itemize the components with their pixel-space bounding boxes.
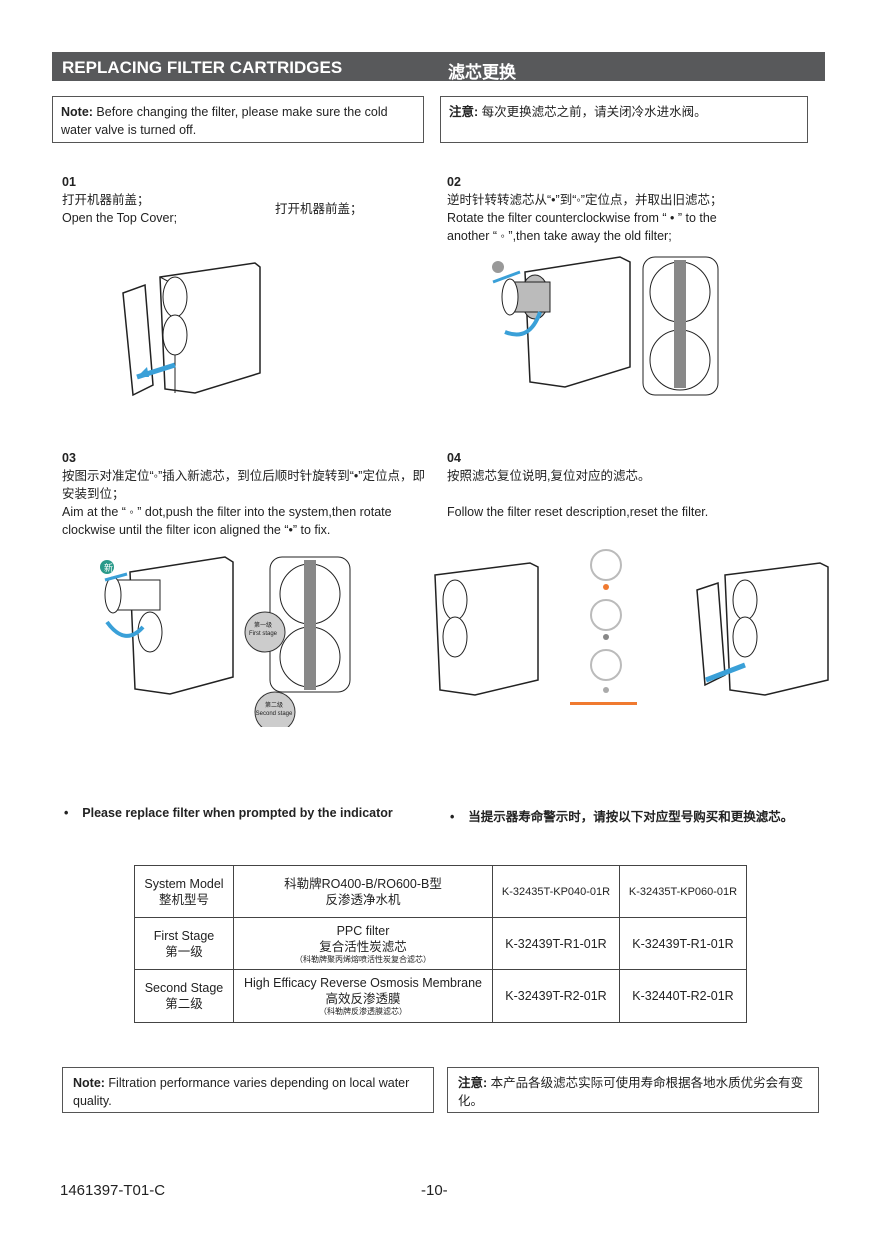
step-number: 03 [62, 451, 76, 465]
page-number: -10- [421, 1182, 448, 1199]
step-text-en: Follow the filter reset description,rese… [447, 505, 709, 519]
step-text-en: Aim at the “ ◦ ” dot,push the filter int… [62, 505, 392, 537]
step-text-zh: 打开机器前盖； [62, 193, 150, 207]
step-text-en: Rotate the filter counterclockwise from … [447, 211, 717, 243]
step-01-extra: 打开机器前盖； [275, 202, 363, 216]
note-label: Note: [61, 105, 93, 119]
header-title-zh: 滤芯更换 [448, 63, 516, 82]
step-number: 02 [447, 175, 461, 189]
bottom-note-zh: 注意: 本产品各级滤芯实际可使用寿命根据各地水质优劣会有变化。 [447, 1067, 819, 1113]
desc-note: （科勒牌聚丙烯熔喷活性炭复合滤芯） [295, 954, 431, 964]
note-text: 每次更换滤芯之前，请关闭冷水进水阀。 [478, 105, 707, 119]
step-number: 01 [62, 175, 76, 189]
description-cell: High Efficacy Reverse Osmosis Membrane 高效… [233, 969, 493, 1023]
document-id: 1461397-T01-C [60, 1182, 166, 1199]
step-number: 04 [447, 451, 461, 465]
description-cell: 科勒牌RO400-B/RO600-B型反渗透净水机 [233, 865, 493, 918]
note-label: 注意: [449, 105, 479, 119]
section-header: REPLACING FILTER CARTRIDGES 滤芯更换 [52, 52, 825, 82]
desc-line: 复合活性炭滤芯 [319, 939, 407, 954]
step-text-zh: 逆时针转转滤芯从“•”到“◦”定位点，并取出旧滤芯； [447, 193, 723, 207]
table-row: Second Stage 第二级 High Efficacy Reverse Os… [134, 969, 747, 1023]
model-cell: K-32440T-R2-01R [619, 969, 747, 1023]
note-label: 注意: [458, 1076, 488, 1090]
bottom-note-en: Note: Filtration performance varies depe… [62, 1067, 434, 1113]
callout-en: First stage [248, 631, 277, 637]
bullet-text: 当提示器寿命警示时，请按以下对应型号购买和更换滤芯。 [468, 810, 794, 824]
first-stage-callout: 第一级 First stage [242, 622, 284, 638]
model-cell: K-32439T-R1-01R [619, 917, 747, 970]
cell-en: First Stage [153, 928, 215, 943]
reset-filter-illustration [434, 549, 829, 705]
model-cell: K-32435T-KP040-01R [492, 865, 620, 918]
desc-note: （科勒牌反渗透膜滤芯） [319, 1007, 407, 1016]
header-title-en: REPLACING FILTER CARTRIDGES [62, 58, 343, 77]
step-03: 03 按图示对准定位“◦”插入新滤芯，到位后顺时针旋转到“•”定位点，即安装到位… [62, 449, 427, 539]
note-text: Before changing the filter, please make … [61, 105, 388, 137]
second-stage-callout: 第二级 Second stage [253, 702, 295, 718]
callout-zh: 第二级 [264, 703, 283, 709]
note-label: Note: [73, 1076, 105, 1090]
step-04: 04 按照滤芯复位说明,复位对应的滤芯。 Follow the filter r… [447, 449, 787, 521]
step-02: 02 逆时针转转滤芯从“•”到“◦”定位点，并取出旧滤芯； Rotate the… [447, 173, 787, 245]
new-filter-label: 新 [104, 563, 114, 573]
desc-line: High Efficacy Reverse Osmosis Membrane [243, 976, 483, 990]
row-header: Second Stage 第二级 [134, 969, 234, 1023]
cell-zh: 第二级 [165, 997, 203, 1011]
callout-en: Second stage [255, 711, 293, 717]
step-text-zh: 按照滤芯复位说明,复位对应的滤芯。 [447, 469, 651, 483]
model-cell: K-32439T-R2-01R [492, 969, 620, 1023]
model-cell: K-32435T-KP060-01R [619, 865, 747, 918]
desc-line: 科勒牌RO400-B/RO600-B型 [284, 876, 442, 891]
callout-zh: 第一级 [253, 623, 272, 629]
model-cell: K-32439T-R1-01R [492, 917, 620, 970]
open-cover-illustration [122, 262, 261, 397]
step-text-zh: 按图示对准定位“◦”插入新滤芯，到位后顺时针旋转到“•”定位点，即安装到位； [62, 469, 425, 501]
cell-en: Second Stage [144, 981, 224, 995]
cell-zh: 第一级 [165, 944, 203, 959]
top-note-en: Note: Before changing the filter, please… [52, 96, 424, 143]
top-note-zh: 注意: 每次更换滤芯之前，请关闭冷水进水阀。 [440, 96, 808, 143]
step-01: 01 打开机器前盖； Open the Top Cover; [62, 173, 262, 227]
bullet-text: Please replace filter when prompted by t… [82, 806, 393, 820]
remove-filter-illustration [492, 256, 719, 396]
install-filter-illustration [100, 556, 351, 727]
desc-line: 反渗透净水机 [325, 892, 401, 907]
step-text-en: Open the Top Cover; [62, 211, 178, 225]
note-text: 本产品各级滤芯实际可使用寿命根据各地水质优劣会有变化。 [458, 1076, 804, 1108]
bullet-zh: • 当提示器寿命警示时，请按以下对应型号购买和更换滤芯。 [450, 810, 794, 824]
desc-line: 高效反渗透膜 [325, 992, 401, 1006]
desc-line: PPC filter [336, 923, 390, 938]
note-text: Filtration performance varies depending … [73, 1076, 410, 1108]
bullet-en: • Please replace filter when prompted by… [64, 806, 393, 820]
cell-zh: 整机型号 [158, 892, 209, 907]
cell-en: System Model [144, 876, 224, 891]
